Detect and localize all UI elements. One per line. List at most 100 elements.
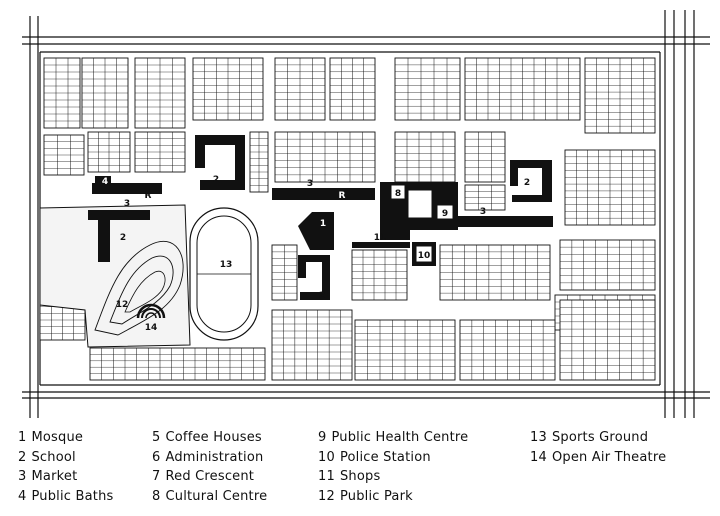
housing-block — [43, 134, 85, 176]
civic-courtyard — [407, 189, 433, 219]
legend-label: Open Air Theatre — [551, 449, 667, 465]
legend-label: Red Crescent — [165, 469, 255, 484]
legend-number: 3 — [18, 469, 27, 484]
map-label-school: 2 — [524, 178, 530, 188]
legend-label: Administration — [165, 449, 264, 465]
shops-strip — [352, 242, 410, 248]
housing-block — [81, 57, 129, 129]
legend-number: 13 — [530, 430, 547, 445]
legend-label: Market — [31, 469, 78, 484]
legend-number: 14 — [530, 449, 547, 465]
legend-label: Public Park — [339, 488, 413, 504]
legend-number: 7 — [152, 469, 161, 484]
sports-ground-track — [189, 207, 259, 341]
health-centre-box — [436, 204, 454, 220]
public-baths-block — [95, 176, 111, 185]
map-label-park: 12 — [116, 300, 129, 310]
legend-number: 12 — [318, 488, 335, 504]
cultural-centre-box — [390, 184, 406, 200]
legend-item: 3 Market — [18, 467, 113, 487]
legend-label: Cultural Centre — [165, 488, 268, 504]
housing-block — [43, 57, 81, 129]
housing-block — [274, 131, 376, 183]
map-label-theatre: 14 — [145, 323, 158, 333]
legend-item: 9 Public Health Centre — [318, 428, 468, 448]
legend-number: 5 — [152, 430, 161, 445]
school-building-east — [510, 160, 552, 202]
housing-block — [249, 131, 269, 193]
legend-label: Shops — [339, 469, 381, 484]
legend-label: Public Baths — [31, 488, 114, 504]
legend-item: 13 Sports Ground — [530, 428, 666, 448]
housing-block — [134, 57, 186, 129]
legend-item: 5 Coffee Houses — [152, 428, 267, 448]
housing-block — [559, 299, 656, 381]
legend-label: School — [31, 449, 76, 465]
legend-item: 11 Shops — [318, 467, 468, 487]
map-label-health-centre: 9 — [442, 209, 448, 219]
housing-block — [87, 131, 131, 173]
legend-label: Sports Ground — [551, 430, 649, 445]
market-strip-east — [458, 216, 553, 227]
map-label-cultural-centre: 8 — [395, 189, 401, 199]
map-label-baths: 4 — [102, 177, 108, 187]
map-label-market: 3 — [307, 179, 313, 189]
housing-block — [464, 131, 506, 183]
legend-label: Public Health Centre — [331, 430, 469, 445]
map-label-police: 10 — [418, 251, 431, 261]
map-label-market: 3 — [480, 207, 486, 217]
legend-number: 6 — [152, 449, 161, 465]
public-park-area — [39, 204, 191, 348]
settlement-plan-map: 1 2 2 2 2 3 3 3 4 R R 8 9 10 11 12 13 14 — [22, 10, 710, 418]
school-building-centre — [298, 255, 330, 300]
housing-blocks — [39, 57, 656, 381]
map-label-sports: 13 — [220, 260, 233, 270]
housing-block — [464, 57, 581, 121]
map-label-school: 2 — [319, 291, 325, 301]
legend-number: 1 — [18, 430, 27, 445]
housing-block — [464, 184, 506, 211]
legend-number: 11 — [318, 469, 335, 484]
school-building-west — [88, 210, 150, 262]
map-label-school: 2 — [120, 233, 126, 243]
housing-block — [584, 57, 656, 134]
housing-block — [559, 239, 656, 291]
legend-label: Coffee Houses — [165, 430, 262, 445]
map-label-mosque: 1 — [320, 219, 326, 229]
housing-block — [329, 57, 376, 121]
housing-block — [351, 249, 408, 301]
open-air-theatre — [136, 303, 166, 319]
housing-block — [271, 309, 353, 381]
housing-block — [394, 131, 456, 183]
legend-number: 4 — [18, 488, 27, 504]
housing-block — [271, 244, 298, 301]
housing-block — [192, 57, 264, 121]
market-strip-west — [92, 183, 162, 194]
housing-block — [439, 244, 551, 301]
market-strip-centre — [272, 188, 375, 200]
map-label-market: 3 — [124, 199, 130, 209]
legend-number: 10 — [318, 449, 335, 465]
school-building-north — [195, 135, 245, 190]
police-station-box — [415, 245, 433, 263]
legend-number: 9 — [318, 430, 327, 445]
housing-block — [564, 149, 656, 226]
housing-block — [459, 319, 556, 381]
mosque-building — [298, 212, 334, 250]
map-label-shops: 11 — [374, 233, 387, 243]
housing-block — [394, 57, 461, 121]
map-label-red-crescent: R — [145, 191, 152, 201]
housing-block — [134, 131, 186, 173]
map-label-school: 2 — [213, 175, 219, 185]
